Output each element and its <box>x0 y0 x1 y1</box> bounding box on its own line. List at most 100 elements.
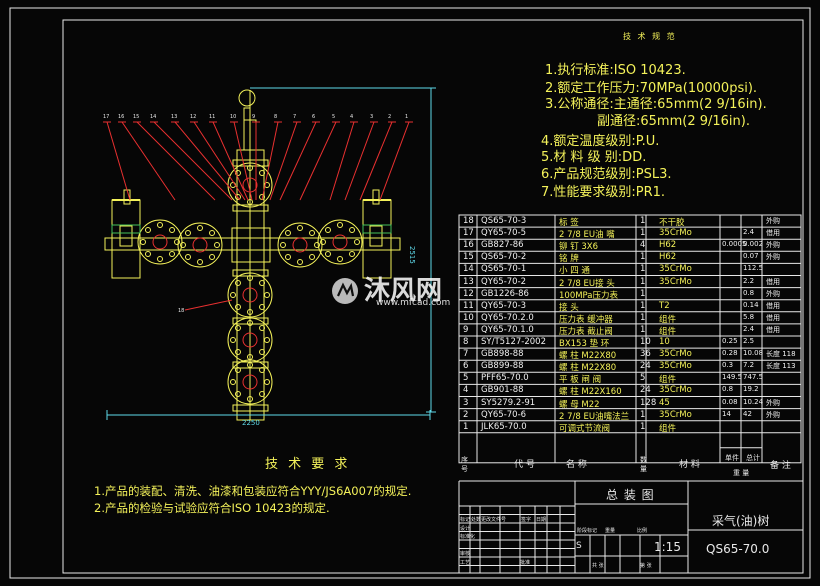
bom-cell-no: 12 <box>463 288 474 299</box>
title-block-label: 签字 <box>521 517 532 523</box>
handwheel-bolt <box>234 391 241 398</box>
handwheel-bolt <box>174 239 180 245</box>
bom-cell-qty: 5 <box>640 373 646 384</box>
bom-cell-code: GB1226-86 <box>481 288 529 299</box>
handwheel-hub <box>332 234 348 250</box>
bom-cell-no: 18 <box>463 216 474 226</box>
bom-cell-note: 外购 <box>766 253 780 262</box>
watermark-brand: 沐风网 <box>364 276 443 306</box>
bom-cell-code: QY65-70-6 <box>481 409 527 420</box>
bom-cell-no: 8 <box>463 337 469 347</box>
bom-cell-note: 外购 <box>766 410 780 419</box>
spec-line-6: 6.产品规范级别:PSL3. <box>541 167 672 182</box>
handwheel-bolt <box>184 229 191 236</box>
handwheel-hub <box>242 374 258 390</box>
bom-cell-name: 平 板 闸 阀 <box>559 375 602 386</box>
pressure-gauge <box>238 89 256 107</box>
handwheel-bolt <box>180 242 186 248</box>
bom-cell-qty: 1 <box>640 228 646 239</box>
bom-cell-name: 2 7/8 EU油嘴法兰 <box>559 411 630 422</box>
bom-cell-code: PFF65-70.0 <box>481 373 529 384</box>
handwheel-bolt <box>264 337 270 343</box>
handwheel-bolt <box>297 259 303 265</box>
bom-cell-code: JLK65-70.0 <box>481 421 527 432</box>
bom-cell-unit: 0.28 <box>722 349 738 358</box>
left-gate-detail <box>111 224 141 234</box>
bom-cell-no: 17 <box>463 228 474 239</box>
bom-cell-no: 3 <box>463 397 469 408</box>
handwheel-bolt <box>144 226 151 233</box>
leader-line <box>136 121 216 201</box>
product-name: 采气(油)树 <box>712 514 770 528</box>
bom-cell-note: 借用 <box>766 229 780 238</box>
handwheel-bolt <box>349 251 356 258</box>
handwheel-bolt <box>349 226 356 233</box>
bom-cell-material: H62 <box>659 252 677 263</box>
drawing-number: QS65-70.0 <box>706 542 770 556</box>
spec-line-7: 7.性能要求级别:PR1. <box>541 185 666 200</box>
handwheel-bolt <box>234 279 241 286</box>
bom-cell-material: 35CrMo <box>659 264 692 275</box>
leader-line <box>344 121 375 201</box>
handwheel-bolt <box>264 292 270 298</box>
bom-cell-code: QY65-70-3 <box>481 300 527 311</box>
requirement-1: 1.产品的装配、清洗、油漆和包装应符合YYY/JS6A007的规定. <box>94 484 412 498</box>
bom-cell-unit: 0.8 <box>722 385 734 394</box>
bom-cell-total: 0.07 <box>743 252 759 261</box>
handwheel-bolt <box>144 251 151 258</box>
bom-cell-total: 0.8 <box>743 288 755 297</box>
bom-cell-material: 组件 <box>659 314 677 325</box>
bom-cell-code: GB899-88 <box>481 361 524 372</box>
bom-cell-code: QY65-70.1.0 <box>481 324 534 335</box>
bore-flange <box>232 269 269 277</box>
handwheel <box>277 222 323 268</box>
bom-cell-qty: 1 <box>640 324 646 335</box>
handwheel-bolt <box>169 226 176 233</box>
bom-cell-name: 螺 母 M22 <box>559 399 600 410</box>
handwheel-bolt <box>314 242 320 248</box>
bom-header-total: 总计 <box>746 454 760 462</box>
handwheel-bolt <box>259 304 266 311</box>
title-block-label: 阶段标记 <box>577 528 598 534</box>
bom-cell-material: H62 <box>659 240 677 251</box>
bom-cell-qty: 4 <box>640 240 646 251</box>
bom-cell-unit: 0.08 <box>722 397 738 406</box>
handwheel-bolt <box>309 254 316 261</box>
bom-cell-total: 7.2 <box>743 361 755 370</box>
title-block-label: 标准化 <box>460 534 476 540</box>
bom-cell-code: SY5279.2-91 <box>481 397 536 408</box>
spec-line-5: 5.材 料 级 别:DD. <box>541 150 647 165</box>
handwheel-bolt <box>234 324 241 331</box>
bom-header-unit: 单件 <box>725 454 739 462</box>
bom-cell-note: 借用 <box>766 277 780 286</box>
handwheel-bolt <box>320 239 326 245</box>
bom-cell-code: QY65-70-5 <box>481 228 527 239</box>
bom-cell-qty: 1 <box>640 300 646 311</box>
handwheel-bolt <box>264 182 270 188</box>
bom-cell-qty: 1 <box>640 264 646 275</box>
bom-cell-no: 16 <box>463 240 474 251</box>
title-block-label: 重量 <box>605 528 616 534</box>
leader-line <box>106 121 131 201</box>
requirement-2: 2.产品的检验与试验应符合ISO 10423的规定. <box>94 501 330 515</box>
bom-header-material: 材 料 <box>679 460 700 470</box>
balloon-label: 14 <box>150 114 157 120</box>
balloon-label: 8 <box>274 114 278 120</box>
bom-cell-material: 35CrMo <box>659 385 692 396</box>
bom-cell-unit: 0.25 <box>722 337 738 345</box>
leader-line <box>269 121 298 201</box>
leader-line <box>121 121 176 201</box>
bom-cell-code: GB898-88 <box>481 349 524 360</box>
balloon-18: 18 <box>178 308 185 314</box>
bom-cell-total: 2.2 <box>743 276 755 285</box>
bom-cell-qty: 24 <box>640 385 651 396</box>
bom-cell-note: 外购 <box>766 241 780 250</box>
handwheel-bolt <box>337 222 343 228</box>
